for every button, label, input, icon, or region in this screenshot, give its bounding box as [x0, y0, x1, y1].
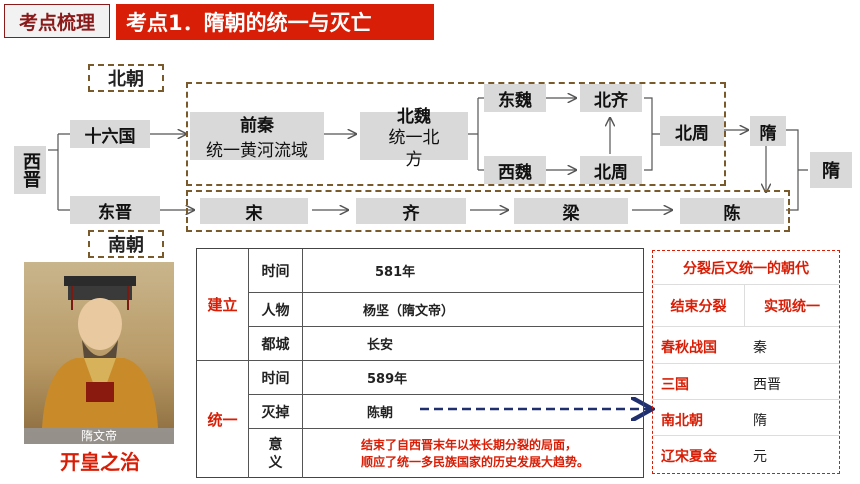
section-label: 考点梳理 — [4, 4, 110, 38]
northern-dynasty-tag: 北朝 — [88, 64, 164, 92]
node-beiqi: 北齐 — [580, 84, 642, 112]
southern-frame — [186, 190, 790, 232]
node-dongwei: 东魏 — [484, 84, 546, 112]
header-achieve-unity: 实现统一 — [745, 285, 839, 327]
unify-destroy-label: 灭掉 — [249, 395, 303, 429]
portrait-caption: 隋文帝 — [24, 428, 174, 444]
node-dongjin: 东晋 — [70, 196, 160, 224]
row-division: 春秋战国 — [661, 340, 717, 356]
node-qianqin: 前秦 统一黄河流域 — [190, 112, 324, 161]
establish-time-value: 581年 — [303, 249, 643, 293]
unification-table: 分裂后又统一的朝代 结束分裂 实现统一 春秋战国 秦 三国 西晋 南北朝 隋 辽… — [652, 250, 840, 474]
southern-dynasty-tag: 南朝 — [88, 230, 164, 258]
info-table: 建立 统一 时间 581年 人物 杨坚（隋文帝） 都城 长安 时间 589年 灭… — [196, 248, 644, 478]
table-row: 春秋战国 秦 — [653, 327, 839, 364]
node-sixteen-kingdoms: 十六国 — [70, 120, 150, 148]
unify-significance-label: 意义 — [249, 429, 303, 478]
qianqin-desc: 统一黄河流域 — [206, 141, 308, 161]
node-chen: 陈 — [680, 198, 784, 224]
slide-title: 考点1．隋朝的统一与灭亡 — [116, 4, 434, 40]
unify-significance-value: 结束了自西晋末年以来长期分裂的局面， 顺应了统一多民族国家的历史发展大趋势。 — [361, 437, 590, 469]
node-beizhou-inner: 北周 — [580, 156, 642, 184]
establish-capital-label: 都城 — [249, 327, 303, 361]
row-division: 南北朝 — [661, 413, 703, 429]
row-division: 三国 — [661, 377, 689, 393]
establish-capital-value: 长安 — [303, 327, 643, 361]
row-unity: 西晋 — [753, 377, 781, 393]
establish-time-label: 时间 — [249, 249, 303, 293]
node-sui-final: 隋 — [810, 152, 852, 188]
node-xiwei: 西魏 — [484, 156, 546, 184]
group-establish: 建立 — [197, 249, 249, 361]
beiwei-desc: 统一北方 — [388, 127, 440, 170]
unification-table-title: 分裂后又统一的朝代 — [653, 251, 839, 285]
unify-destroy-value: 陈朝 — [303, 395, 643, 429]
table-row: 辽宋夏金 元 — [653, 436, 839, 473]
establish-person-label: 人物 — [249, 293, 303, 327]
row-unity: 元 — [753, 449, 767, 465]
node-liang: 梁 — [514, 198, 628, 224]
table-row: 三国 西晋 — [653, 364, 839, 400]
header-end-division: 结束分裂 — [653, 285, 745, 327]
qianqin-title: 前秦 — [240, 116, 274, 136]
node-sui-north: 隋 — [750, 116, 786, 146]
row-unity: 隋 — [753, 413, 767, 429]
establish-person-value: 杨坚（隋文帝） — [303, 293, 643, 327]
node-song: 宋 — [200, 198, 308, 224]
node-beiwei: 北魏 统一北方 — [360, 107, 468, 170]
row-division: 辽宋夏金 — [661, 449, 717, 465]
row-unity: 秦 — [753, 340, 767, 356]
node-beizhou: 北周 — [660, 116, 724, 146]
emperor-portrait-icon — [42, 276, 158, 428]
node-xijin: 西晋 — [14, 146, 46, 194]
northern-frame — [186, 82, 726, 186]
table-row: 南北朝 隋 — [653, 400, 839, 436]
portrait-subtitle: 开皇之治 — [60, 450, 140, 474]
unify-time-value: 589年 — [303, 361, 643, 395]
portrait-image: 隋文帝 — [24, 262, 174, 444]
node-qi: 齐 — [356, 198, 466, 224]
unify-time-label: 时间 — [249, 361, 303, 395]
branch-xijin — [57, 133, 70, 211]
group-unify: 统一 — [197, 361, 249, 478]
beiwei-title: 北魏 — [397, 106, 431, 127]
